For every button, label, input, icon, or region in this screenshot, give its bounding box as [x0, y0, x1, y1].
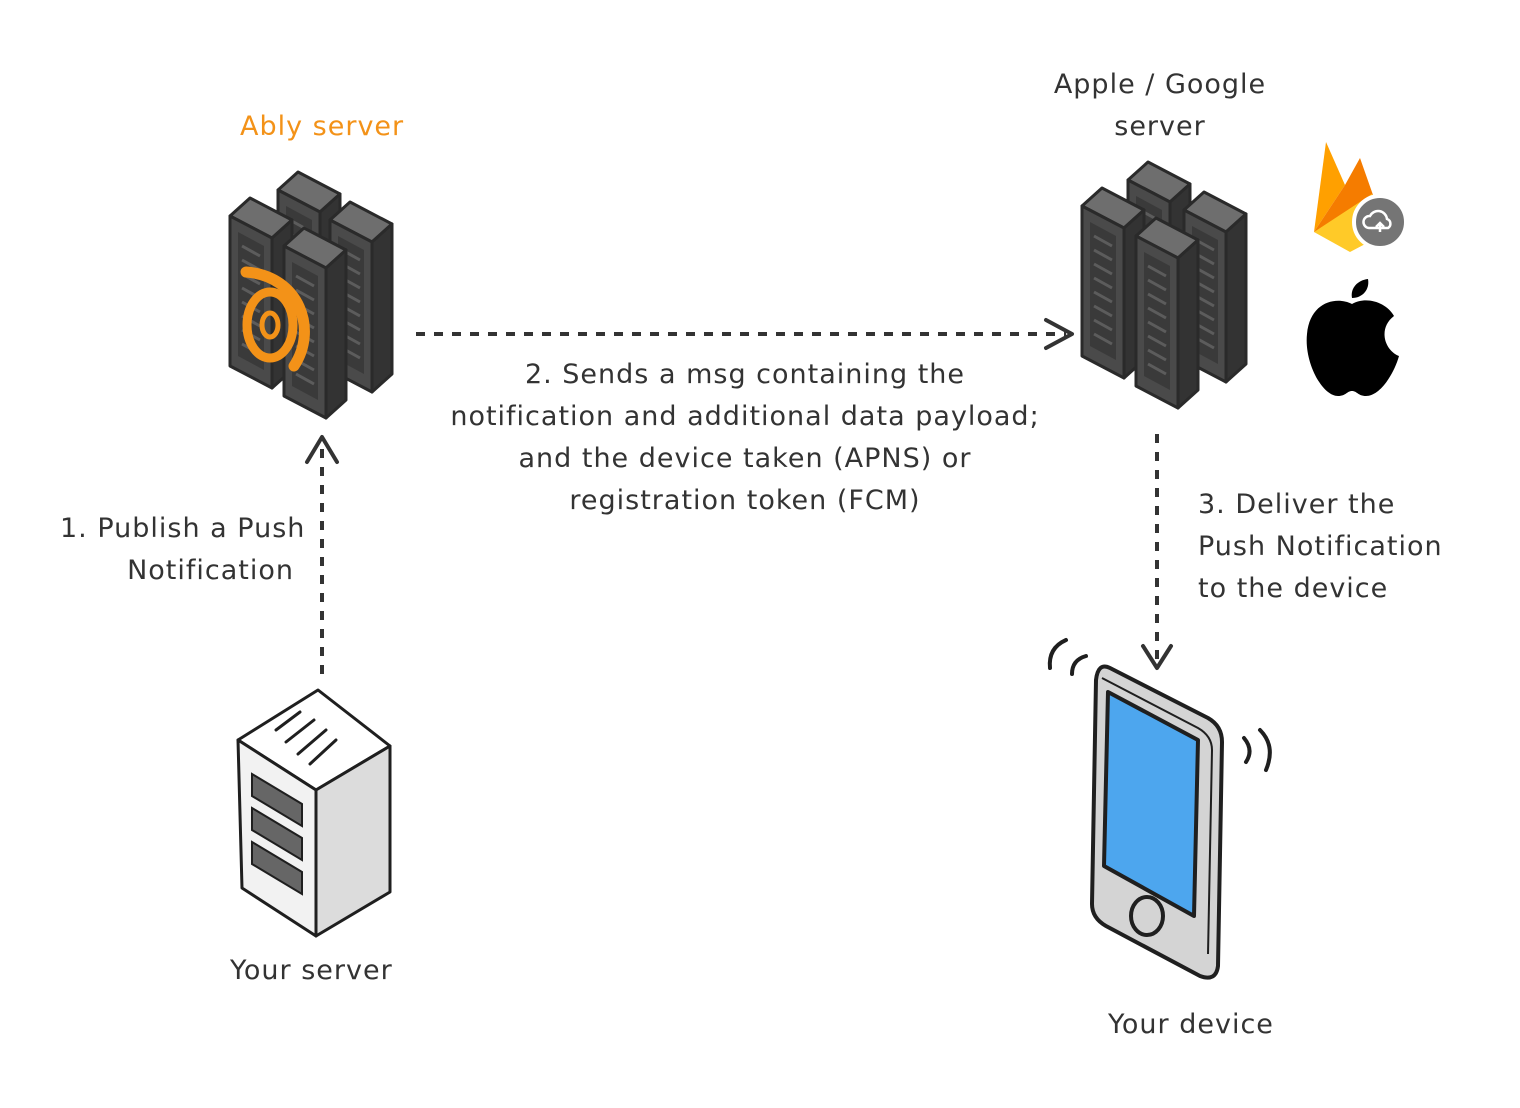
deliver-step-label: 3. Deliver the Push Notification to the …	[1198, 484, 1443, 610]
deliver-label-line-3: to the device	[1198, 573, 1389, 604]
apple-google-label-line-1: Apple / Google	[1053, 69, 1267, 100]
publish-label-line-1: 1. Publish a Push	[60, 513, 306, 544]
arrow-send	[416, 318, 1074, 350]
deliver-label-line-2: Push Notification	[1198, 531, 1443, 562]
send-label-line-3: and the device taken (APNS) or	[518, 443, 972, 474]
arrow-publish	[305, 435, 339, 674]
phone-icon	[1047, 638, 1272, 980]
send-label-line-1: 2. Sends a msg containing the	[524, 359, 966, 390]
ably-server-icon	[228, 170, 394, 420]
your-device-label: Your device	[1108, 1004, 1274, 1046]
signal-waves-left-outer	[1047, 638, 1068, 670]
signal-waves-right-inner	[1242, 736, 1252, 764]
signal-waves-right-outer	[1258, 728, 1272, 772]
publish-step-label: 1. Publish a Push Notification	[60, 508, 306, 592]
your-server-icon	[236, 688, 392, 938]
ably-logo-icon	[240, 266, 310, 372]
apple-logo-icon	[1306, 279, 1399, 396]
send-label-line-4: registration token (FCM)	[569, 485, 921, 516]
firebase-icon	[1314, 142, 1408, 252]
your-server-label: Your server	[230, 950, 393, 992]
your-server-label-text: Your server	[230, 955, 393, 986]
signal-waves-left-inner	[1070, 654, 1088, 676]
send-label-line-2: notification and additional data payload…	[450, 401, 1040, 432]
apple-google-server-label: Apple / Google server	[1050, 64, 1270, 148]
deliver-label-line-1: 3. Deliver the	[1198, 489, 1396, 520]
arrow-deliver	[1141, 434, 1173, 670]
apple-google-server-icon	[1080, 160, 1248, 410]
publish-label-line-2: Notification	[127, 555, 294, 586]
your-device-label-text: Your device	[1108, 1009, 1274, 1040]
send-step-label: 2. Sends a msg containing the notificati…	[440, 354, 1050, 522]
apple-google-label-line-2: server	[1114, 111, 1206, 142]
ably-server-label-text: Ably server	[240, 111, 405, 142]
ably-server-label: Ably server	[240, 106, 404, 148]
